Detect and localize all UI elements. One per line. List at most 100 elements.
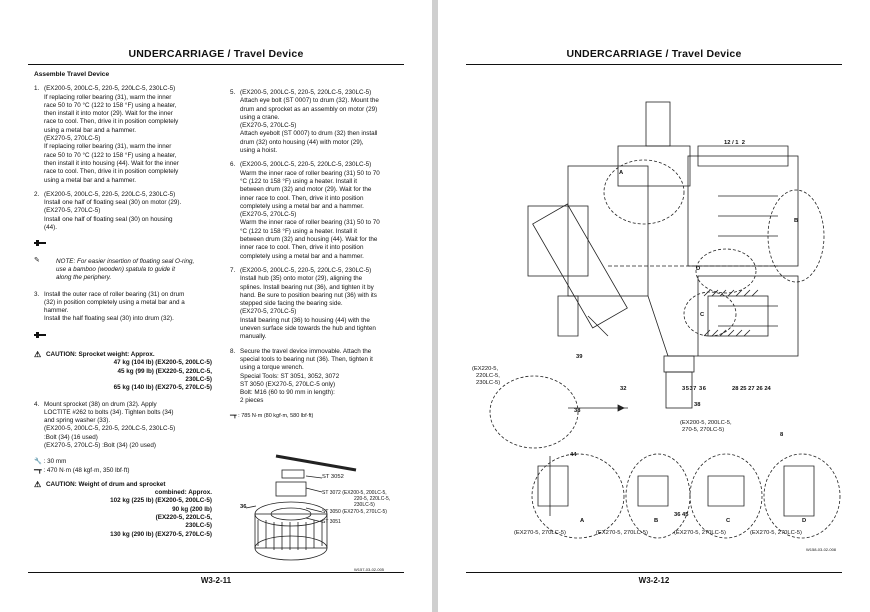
text-line: use a bamboo (wooden) spatula to guide i… bbox=[56, 265, 176, 273]
torque-spec: ━┳ : 470 N·m (48 kgf·m, 350 lbf·ft) bbox=[34, 466, 130, 474]
step-text: completely using a metal bar and a hamme… bbox=[240, 202, 364, 210]
procedure-step: 2.(EX200-5, 200LC-5, 220-5, 220LC-5, 230… bbox=[34, 191, 216, 232]
step-4: 4.Mount sprocket (38) on drum (32). Appl… bbox=[34, 401, 216, 451]
callout: 38 bbox=[694, 402, 701, 408]
step-text: (EX270-5, 270LC-5) :Bolt (34) (20 used) bbox=[44, 441, 157, 449]
page-number: W3-2-12 bbox=[638, 576, 670, 585]
left-page: UNDERCARRIAGE / Travel Device Assemble T… bbox=[0, 0, 432, 612]
step-text: manually. bbox=[240, 333, 267, 341]
step-text: uneven surface side towards the hub and … bbox=[240, 325, 376, 333]
step-text: °C (122 to 158 °F) using a heater. Insta… bbox=[240, 177, 358, 185]
step-text: If replacing roller bearing (31), warm t… bbox=[44, 93, 172, 101]
callout: 8 bbox=[780, 432, 784, 438]
caution-heading: CAUTION: Weight of drum and sprocket bbox=[46, 480, 166, 488]
step-text: race to cool. Then, drive it in position… bbox=[44, 168, 179, 176]
tool-label: ST 3072 (EX200-5, 200LC-5, 220-5, 220LC-… bbox=[322, 490, 391, 508]
detail-letter-d: D bbox=[696, 266, 701, 272]
step-text: (32) in position completely using a meta… bbox=[44, 298, 185, 306]
callout-group: 28 25 27 26 24 bbox=[732, 386, 771, 392]
step-text: Warm the inner race of roller bearing (3… bbox=[240, 169, 380, 177]
note: ✎ NOTE: For easier insertion of floating… bbox=[34, 257, 216, 283]
tool-label: ST 3050 (EX270-5, 270LC-5) bbox=[322, 509, 387, 515]
step-3: 3.Install the outer race of roller beari… bbox=[34, 291, 216, 324]
wrench-icon: 🔧 bbox=[34, 458, 42, 466]
detail-letter-a: A bbox=[580, 518, 585, 524]
step-text: LOCTITE #262 to bolts (34). Tighten bolt… bbox=[44, 408, 174, 416]
section-heading: Assemble Travel Device bbox=[34, 71, 110, 78]
detail-letter-b: B bbox=[794, 218, 799, 224]
step-text: hammer. bbox=[44, 307, 69, 315]
part-callout: 36 bbox=[240, 504, 247, 510]
step-text: Warm the inner race of roller bearing (3… bbox=[240, 219, 380, 227]
caution-drum-weight: ⚠ CAUTION: Weight of drum and sprocket c… bbox=[34, 480, 216, 539]
step-text: using a hoist. bbox=[240, 147, 278, 155]
procedure-step: 5.(EX200-5, 200LC-5, 220-5, 220LC-5, 230… bbox=[230, 89, 406, 155]
step-text: hand. Be sure to position bearing nut (3… bbox=[240, 291, 377, 299]
callout: 39 bbox=[576, 354, 583, 360]
step-text: drum (32) onto housing (44) with motor (… bbox=[240, 138, 364, 146]
model-label: (EX270-5, 270LC-5) bbox=[596, 530, 648, 536]
step-text: then install it into motor (29). Wait fo… bbox=[44, 110, 173, 118]
step-text: using a crane. bbox=[240, 113, 280, 121]
tool-label: ST 3052 bbox=[322, 474, 344, 480]
footer-rule bbox=[466, 572, 842, 573]
figure-code: W158-03-02-008 bbox=[806, 547, 837, 552]
travel-device-cross-section bbox=[489, 101, 841, 539]
step-number: 2. bbox=[34, 190, 40, 198]
step-text: Secure the travel device immovable. Atta… bbox=[240, 347, 372, 355]
step-text: race to cool. Then, drive it in position… bbox=[44, 118, 179, 126]
detail-letter-d: D bbox=[802, 518, 807, 524]
torque-wrench-icon: ━┳ bbox=[230, 412, 237, 419]
text-line: 102 kg (225 lb) (EX200-5, 200LC-5) bbox=[110, 497, 212, 505]
detail-letter-c: C bbox=[726, 518, 731, 524]
callout: 44 bbox=[570, 452, 577, 458]
callout: 36 45 bbox=[674, 512, 689, 518]
step-text: (EX270-5, 270LC-5) bbox=[240, 122, 297, 130]
callout-group: 3537 36 bbox=[682, 386, 707, 392]
right-page: UNDERCARRIAGE / Travel Device bbox=[438, 0, 870, 612]
callout-top: 12 / 1 2 bbox=[724, 140, 745, 146]
step-text: Install bearing nut (36) to housing (44)… bbox=[240, 316, 370, 324]
title-rule bbox=[28, 64, 404, 65]
callout: 38 bbox=[574, 408, 581, 414]
step-text: (EX200-5, 200LC-5, 220-5, 220LC-5, 230LC… bbox=[240, 89, 372, 96]
step-text: Install hub (35) onto motor (29), aligni… bbox=[240, 275, 363, 283]
step-text: inner race to cool. Then, drive it into … bbox=[240, 244, 364, 252]
procedure-step: 8.Secure the travel device immovable. At… bbox=[230, 348, 406, 406]
step-number: 4. bbox=[34, 400, 40, 408]
detail-letter-b: B bbox=[654, 518, 659, 524]
text-line: 47 kg (104 lb) (EX200-5, 200LC-5) bbox=[113, 359, 212, 367]
model-label: (EX270-5, 270LC-5) bbox=[674, 530, 726, 536]
model-label: (EX270-5, 270LC-5) bbox=[514, 530, 566, 536]
step-text: (EX200-5, 200LC-5, 220-5, 220LC-5, 230LC… bbox=[240, 266, 372, 274]
step-text: stepped side facing the bearing side. bbox=[240, 300, 343, 308]
text-line: 230LC-5) bbox=[185, 522, 212, 530]
step-text: (EX270-5, 270LC-5) bbox=[44, 207, 101, 215]
steps-col1: 1.(EX200-5, 200LC-5, 220-5, 220LC-5, 230… bbox=[34, 85, 216, 232]
tool-label: ST 3051 bbox=[322, 519, 341, 525]
step-text: (EX200-5, 200LC-5, 220-5, 220LC-5, 230LC… bbox=[240, 161, 372, 169]
torque-wrench-icon: ━┳ bbox=[34, 466, 42, 474]
step-text: If replacing roller bearing (31), warm t… bbox=[44, 143, 172, 151]
procedure-step: 1.(EX200-5, 200LC-5, 220-5, 220LC-5, 230… bbox=[34, 85, 216, 185]
page-number: W3-2-11 bbox=[200, 576, 232, 585]
step-text: then install it into housing (44). Wait … bbox=[44, 159, 179, 167]
step-text: (EX270-5, 270LC-5) bbox=[240, 308, 297, 316]
left-column: Assemble Travel Device 1.(EX200-5, 200LC… bbox=[34, 71, 216, 547]
text-line: (EX220-5, 220LC-5, bbox=[155, 514, 212, 522]
special-tools-illustration bbox=[245, 454, 357, 561]
procedure-step: 4.Mount sprocket (38) on drum (32). Appl… bbox=[34, 401, 216, 451]
text-line: 45 kg (99 lb) (EX220-5, 220LC-5, bbox=[117, 367, 213, 375]
step-text: and spring washer (33). bbox=[44, 417, 111, 425]
step-text: between drum (32) and housing (44). Wait… bbox=[240, 236, 378, 244]
step-text: completely using a metal bar and a hamme… bbox=[240, 252, 364, 260]
step-number: 6. bbox=[230, 161, 236, 169]
step-text: race 50 to 70 °C (122 to 158 °F) using a… bbox=[44, 151, 177, 159]
step-text: °C (122 to 158 °F) using a heater. Insta… bbox=[240, 227, 358, 235]
step-text: Bolt: M16 (60 to 90 mm in length): bbox=[240, 389, 335, 397]
step-text: using a metal bar and a hammer. bbox=[44, 176, 137, 184]
text-line: combined: Approx. bbox=[154, 489, 212, 497]
step-text: Install one half of floating seal (30) o… bbox=[44, 199, 182, 207]
step-text: Special Tools: ST 3051, 3052, 3072 bbox=[240, 372, 340, 380]
step-text: race 50 to 70 °C (122 to 158 °F) using a… bbox=[44, 101, 177, 109]
